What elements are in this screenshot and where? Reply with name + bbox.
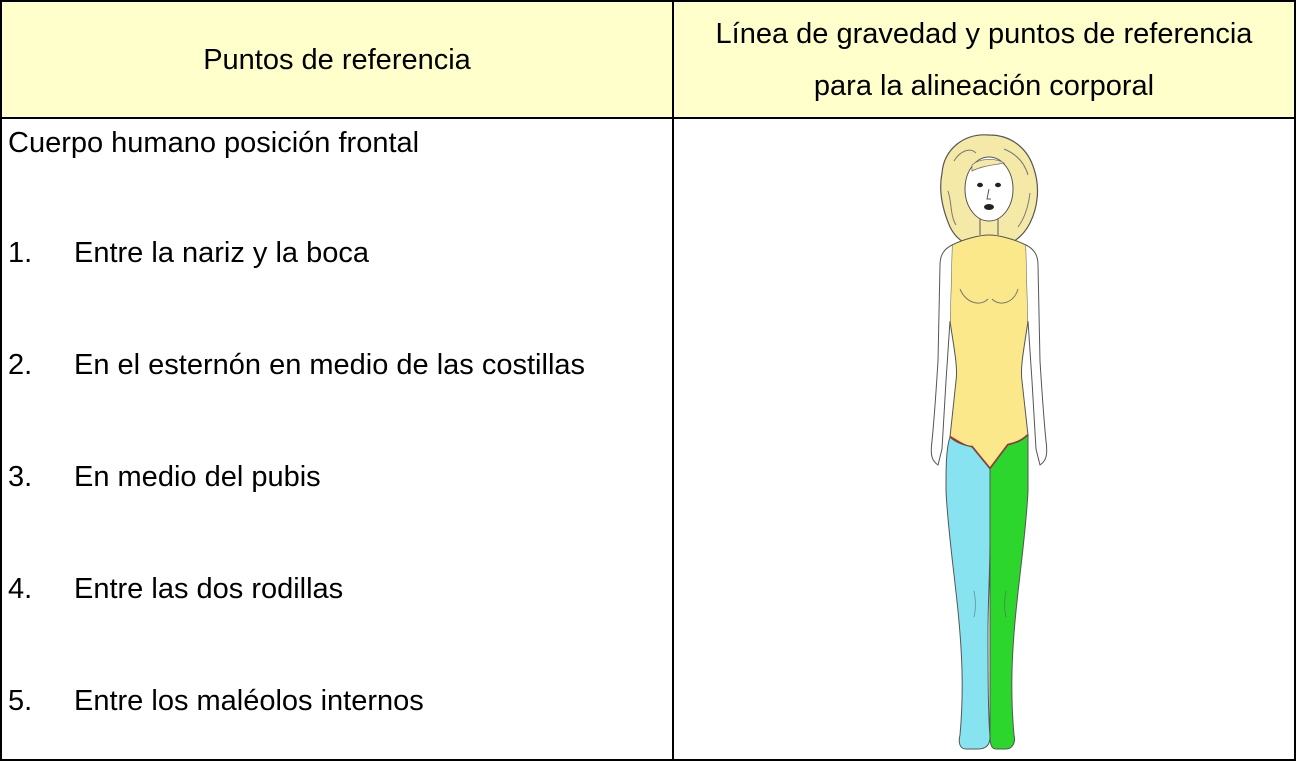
points-cell: Cuerpo humano posición frontal 1. Entre l…: [0, 117, 674, 761]
list-item: 3. En medio del pubis: [8, 461, 321, 494]
list-item-text: Entre las dos rodillas: [74, 573, 344, 605]
list-item-text: Entre los maléolos internos: [74, 685, 424, 717]
header-right-line2: para la alineación corporal: [813, 69, 1155, 102]
table-body-row: Cuerpo humano posición frontal 1. Entre l…: [0, 117, 1296, 761]
list-item-text: Entre la nariz y la boca: [74, 237, 369, 269]
header-left-text: Puntos de referencia: [203, 43, 471, 76]
table-header-row: Puntos de referencia Línea de gravedad y…: [0, 0, 1296, 119]
list-item-number: 1.: [8, 237, 33, 269]
header-reference-points: Puntos de referencia: [0, 0, 674, 119]
list-item-number: 2.: [8, 349, 33, 381]
list-item: 1. Entre la nariz y la boca: [8, 237, 369, 270]
list-item-text: En medio del pubis: [74, 461, 321, 493]
figure-cell: [672, 117, 1296, 761]
list-item-number: 3.: [8, 461, 33, 493]
list-item-number: 4.: [8, 573, 33, 605]
human-body-frontal-icon: [904, 131, 1074, 753]
section-title: Cuerpo humano posición frontal: [8, 127, 420, 159]
list-item: 4. Entre las dos rodillas: [8, 573, 343, 606]
points-content: Cuerpo humano posición frontal 1. Entre l…: [8, 119, 672, 759]
list-item: 5. Entre los maléolos internos: [8, 685, 424, 718]
list-item-text: En el esternón en medio de las costillas: [74, 349, 586, 381]
list-item-number: 5.: [8, 685, 33, 717]
header-gravity-line: Línea de gravedad y puntos de referencia…: [672, 0, 1296, 119]
header-right-line1: Línea de gravedad y puntos de referencia: [715, 17, 1253, 50]
list-item: 2. En el esternón en medio de las costill…: [8, 349, 585, 382]
